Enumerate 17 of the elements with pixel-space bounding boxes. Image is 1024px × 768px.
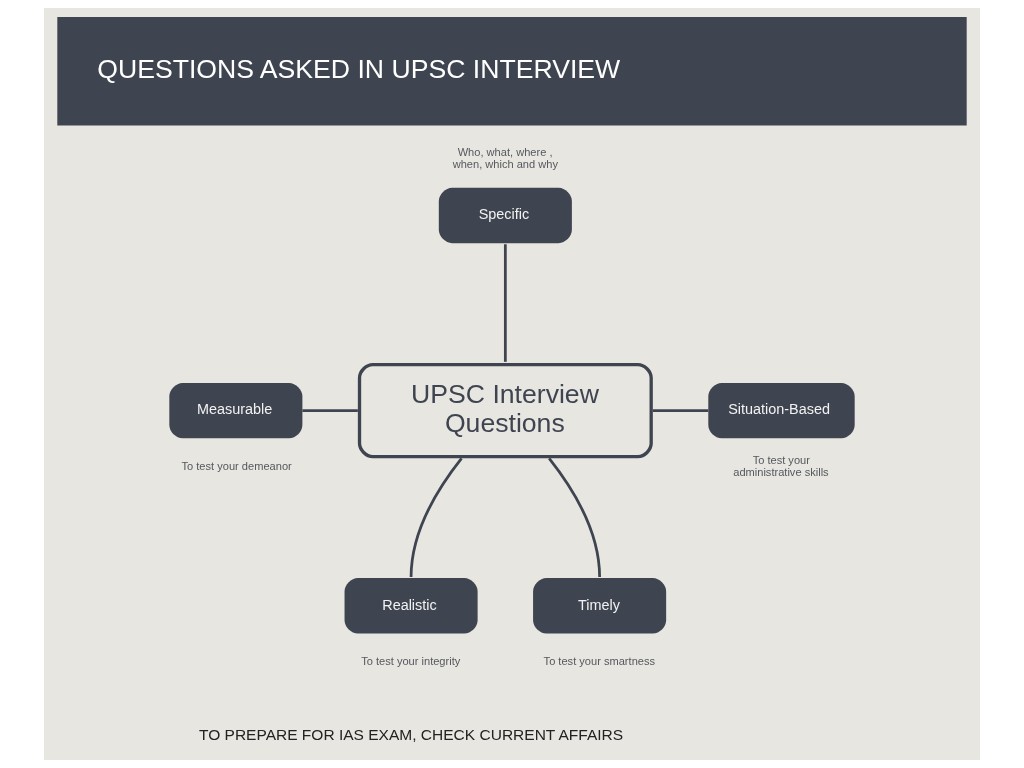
node-label: Who, what, where , when, which and why [452,145,558,170]
node-label: To test your smartness [543,655,656,668]
diagram-title: QUESTIONS ASKED IN UPSC INTERVIEW [97,54,621,85]
node-label: To test your demeanor [181,459,292,472]
connector [302,409,358,412]
node-box: Realistic [344,578,478,634]
label: TO PREPARE FOR IAS EXAM, CHECK CURRENT AFFAIRS [198,725,624,743]
node-label: To test your administrative skills [733,453,829,479]
node-box: Specific [438,187,572,244]
connector [652,409,709,412]
connector [409,457,463,578]
node-box: Situation-Based [708,382,855,439]
connector [503,244,507,362]
node-box: Measurable [169,382,303,439]
node-label: To test your integrity [361,655,461,668]
connector [548,457,601,578]
node-box: Timely [533,578,667,634]
